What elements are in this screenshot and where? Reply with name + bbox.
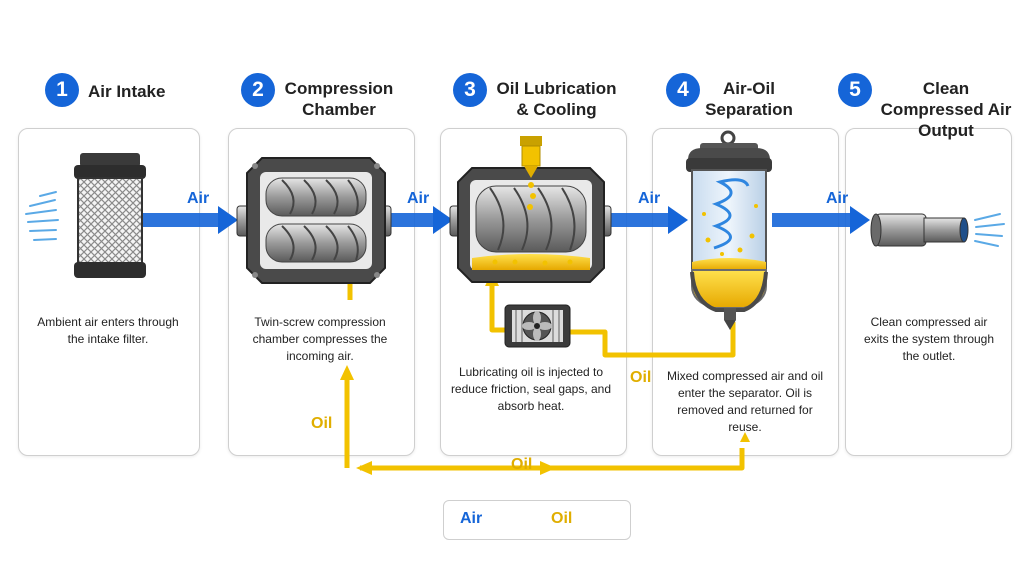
air-oil-separator-illustration [686,130,772,330]
oil-flow-lines [344,270,745,471]
step-description-air-intake: Ambient air enters through the intake fi… [37,315,179,346]
step-number-badge: 3 [453,73,487,107]
step-description-clean-air-output: Clean compressed air exits the system th… [863,315,995,363]
oil-lubrication-illustration [449,136,612,283]
air-filter-illustration [25,153,146,278]
flow-label-air: Air [638,190,661,207]
panel-clean-air-output [845,128,1012,456]
step-description-oil-lubrication: Lubricating oil is injected to reduce fr… [450,365,612,413]
step-number-badge: 1 [45,73,79,107]
step-title-compression-chamber: Compression Chamber [284,79,394,119]
flow-label-air: Air [407,190,430,207]
air-flow-arrows [135,206,870,234]
step-number-badge: 4 [666,73,700,107]
step-number-badge: 2 [241,73,275,107]
flow-label-oil: Oil [630,369,652,386]
step-number-badge: 5 [838,73,872,107]
step-title-oil-lubrication: Oil Lubrication & Cooling [496,79,617,119]
flow-label-air: Air [187,190,210,207]
step-title-clean-air-output: Clean Compressed Air Output [880,79,1012,140]
legend-oil-label: Oil [551,510,573,527]
legend: Air Oil [443,500,631,540]
step-description-air-oil-separation: Mixed compressed air and oil enter the s… [666,369,824,434]
flow-label-oil: Oil [311,415,333,432]
step-title-air-intake: Air Intake [88,82,166,101]
flow-label-oil: Oil [511,456,533,473]
flow-label-air: Air [826,190,849,207]
step-title-air-oil-separation: Air-Oil Separation [705,79,793,119]
step-description-compression-chamber: Twin-screw compression chamber compresse… [252,315,388,363]
compression-chamber-illustration [236,157,392,284]
legend-air-label: Air [460,510,483,527]
air-outlet-illustration [870,213,1005,247]
oil-cooler-illustration [504,304,571,348]
